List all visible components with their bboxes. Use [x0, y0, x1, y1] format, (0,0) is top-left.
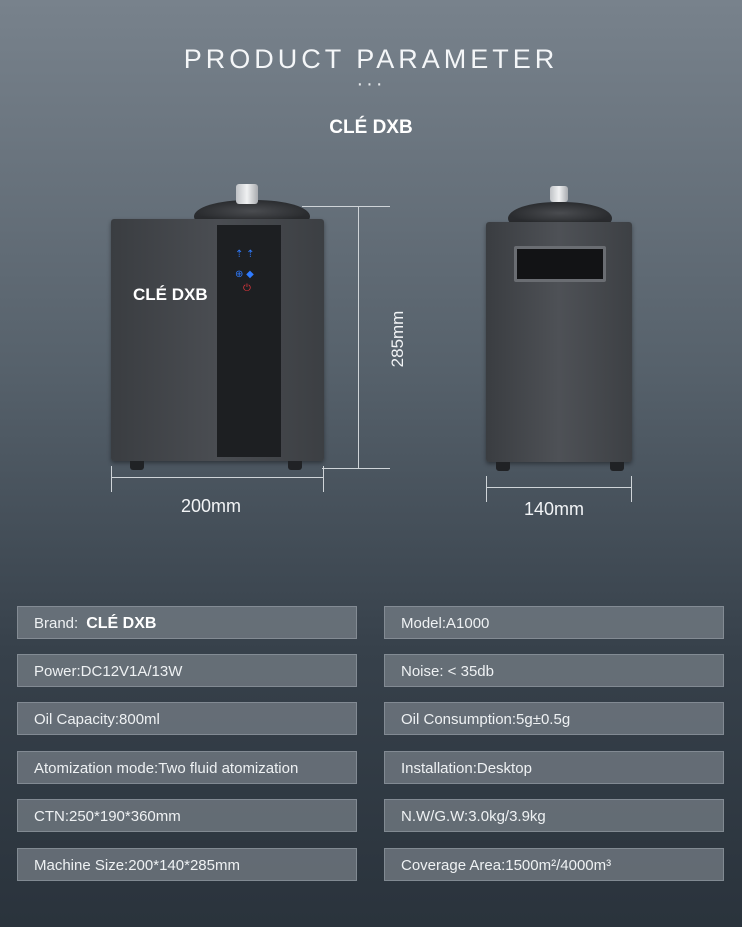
- depth-dimension-line: [486, 487, 632, 488]
- side-foot-right: [610, 462, 624, 471]
- spec-brand: Brand: CLÉ DXB: [17, 606, 357, 639]
- side-nozzle-icon: [550, 186, 568, 202]
- spec-noise: Noise: < 35db: [384, 654, 724, 687]
- spec-weight: N.W/G.W:3.0kg/3.9kg: [384, 799, 724, 832]
- brand-heading: CLÉ DXB: [329, 117, 413, 138]
- depth-tick-right: [631, 476, 632, 502]
- front-foot-right: [288, 461, 302, 470]
- width-dimension-line: [111, 477, 324, 478]
- spec-machine-size: Machine Size:200*140*285mm: [17, 848, 357, 881]
- spec-ctn: CTN:250*190*360mm: [17, 799, 357, 832]
- side-fan-cover: [508, 202, 612, 224]
- spec-atomization-mode: Atomization mode:Two fluid atomization: [17, 751, 357, 784]
- front-control-panel: ⇡ ⇡ ⊕ ◆ ⏻: [217, 225, 281, 457]
- depth-tick-left: [486, 476, 487, 502]
- spec-oil-capacity: Oil Capacity:800ml: [17, 702, 357, 735]
- spec-power: Power:DC12V1A/13W: [17, 654, 357, 687]
- width-tick-right: [323, 466, 324, 492]
- depth-label: 140mm: [524, 499, 585, 519]
- spec-brand-value: CLÉ DXB: [86, 615, 157, 632]
- spec-brand-label: Brand:: [34, 615, 79, 632]
- title-dots: ···: [356, 73, 386, 95]
- front-fan-cover: [194, 200, 310, 222]
- front-device-body: ⇡ ⇡ ⊕ ◆ ⏻ CLÉ DXB: [111, 219, 324, 461]
- width-tick-left: [111, 466, 112, 492]
- height-tick-top: [302, 206, 390, 207]
- led-indicators-icon: ⇡ ⇡: [235, 249, 255, 260]
- front-foot-left: [130, 461, 144, 470]
- height-dimension-line: [358, 206, 359, 468]
- height-label: 285mm: [388, 310, 407, 368]
- front-device-logo: CLÉ DXB: [133, 285, 208, 304]
- mode-buttons-icon: ⊕ ◆: [235, 269, 254, 280]
- spec-installation: Installation:Desktop: [384, 751, 724, 784]
- power-button-icon: ⏻: [243, 283, 251, 294]
- spec-oil-consumption: Oil Consumption:5g±0.5g: [384, 702, 724, 735]
- side-window: [514, 246, 606, 282]
- side-device-body: [486, 222, 632, 462]
- side-foot-left: [496, 462, 510, 471]
- width-label: 200mm: [181, 496, 242, 516]
- spec-model: Model:A1000: [384, 606, 724, 639]
- spec-coverage-area: Coverage Area:1500m²/4000m³: [384, 848, 724, 881]
- height-tick-bottom: [322, 468, 390, 469]
- page-title: PRODUCT PARAMETER: [183, 44, 559, 74]
- front-nozzle-icon: [236, 184, 258, 204]
